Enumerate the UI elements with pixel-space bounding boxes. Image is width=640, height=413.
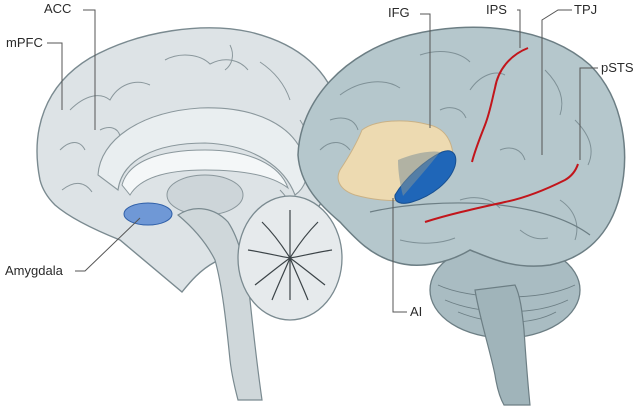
leader-amygdala [75,217,141,272]
label-ips: IPS [486,2,507,17]
psts-sulcus [424,163,579,223]
leader-ai [392,198,407,313]
lateral-brainstem [474,284,531,406]
corpus-callosum [121,149,290,196]
leader-psts [579,67,598,160]
lateral-gyri [319,51,592,244]
lateral-brain [297,26,626,406]
leader-acc [83,9,96,130]
label-tpj: TPJ [574,2,598,17]
lateral-cortex [297,26,626,267]
insula-overlap [398,151,440,196]
temporal-lobe [369,202,591,236]
cerebellum-folia [247,210,333,301]
leader-ifg [420,13,431,128]
label-acc: ACC [44,1,72,16]
label-psts: pSTS [601,60,634,75]
label-mpfc: mPFC [6,35,43,50]
medial-brain [36,27,343,401]
leader-mpfc [47,42,63,110]
amygdala-region [123,202,173,226]
label-amygdala: Amygdala [5,263,63,278]
leader-lines [47,9,598,313]
leader-tpj [541,9,572,155]
label-ifg: IFG [388,5,410,20]
label-ai: AI [410,304,423,319]
leader-ips [517,9,521,48]
ips-sulcus [471,47,529,163]
